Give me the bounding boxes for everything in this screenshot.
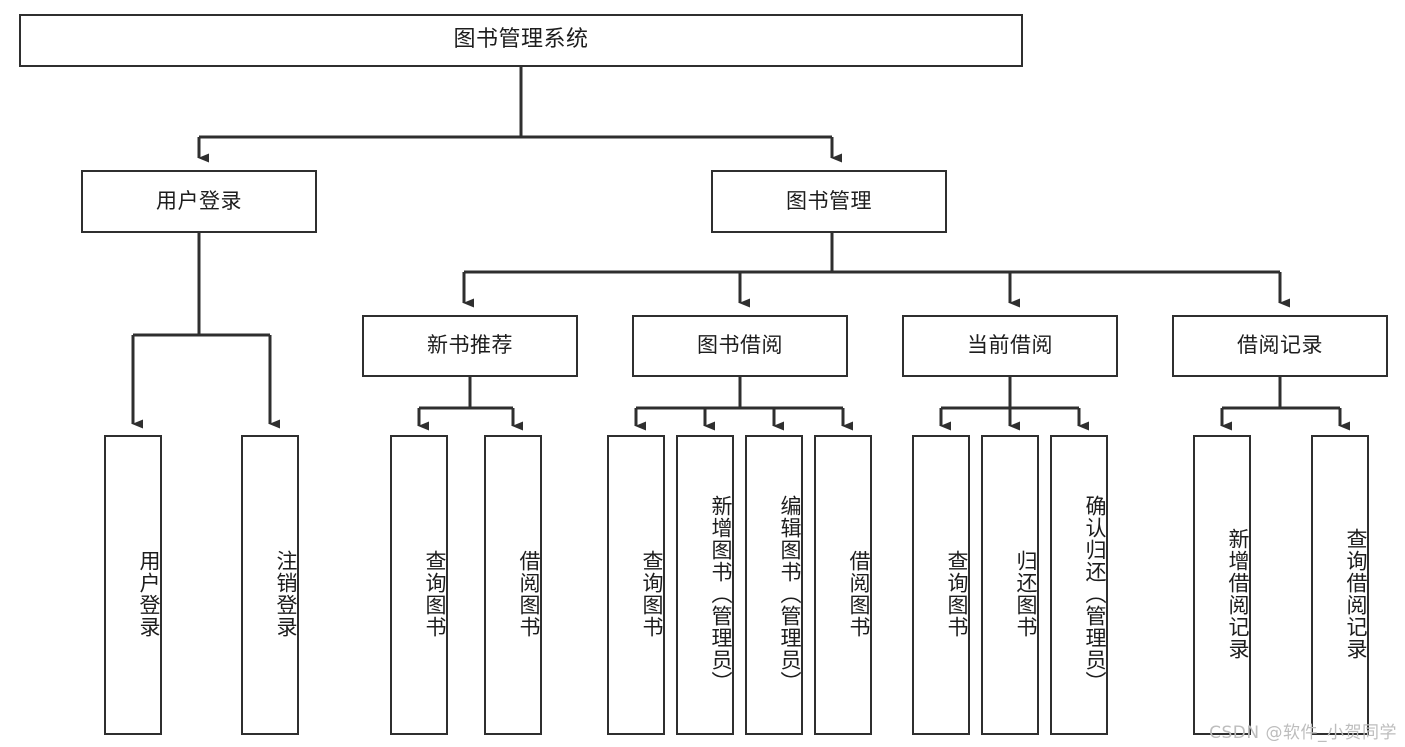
- leaf-confirm-return-admin[interactable]: 确认归还（管理员）: [1050, 435, 1108, 735]
- leaf-edit-book-admin[interactable]: 编辑图书（管理员）: [745, 435, 803, 735]
- leaf-borrow-book-new[interactable]: 借阅图书: [484, 435, 542, 735]
- leaf-search-borrow-record[interactable]: 查询借阅记录: [1311, 435, 1369, 735]
- leaf-label: 注销登录: [274, 550, 298, 638]
- leaf-label: 归还图书: [1014, 550, 1038, 638]
- leaf-label: 借阅图书: [847, 550, 871, 638]
- leaf-label: 查询借阅记录: [1344, 528, 1368, 660]
- node-new-book-recommend[interactable]: 新书推荐: [362, 315, 578, 377]
- leaf-label: 用户登录: [137, 550, 161, 638]
- leaf-borrow-book[interactable]: 借阅图书: [814, 435, 872, 735]
- leaf-return-book[interactable]: 归还图书: [981, 435, 1039, 735]
- leaf-label: 查询图书: [423, 550, 447, 638]
- leaf-logout[interactable]: 注销登录: [241, 435, 299, 735]
- leaf-label: 查询图书: [640, 550, 664, 638]
- leaf-search-book-new[interactable]: 查询图书: [390, 435, 448, 735]
- leaf-add-book-admin[interactable]: 新增图书（管理员）: [676, 435, 734, 735]
- leaf-search-book-current[interactable]: 查询图书: [912, 435, 970, 735]
- leaf-label: 新增图书（管理员）: [709, 495, 733, 693]
- leaf-add-borrow-record[interactable]: 新增借阅记录: [1193, 435, 1251, 735]
- node-book-borrow[interactable]: 图书借阅: [632, 315, 848, 377]
- csdn-watermark: CSDN @软件_小贺同学: [1209, 723, 1397, 743]
- node-book-management[interactable]: 图书管理: [711, 170, 947, 233]
- node-user-login[interactable]: 用户登录: [81, 170, 317, 233]
- leaf-search-book-borrow[interactable]: 查询图书: [607, 435, 665, 735]
- leaf-label: 查询图书: [945, 550, 969, 638]
- leaf-label: 编辑图书（管理员）: [778, 495, 802, 693]
- node-root-system[interactable]: 图书管理系统: [19, 14, 1023, 67]
- leaf-label: 确认归还（管理员）: [1083, 495, 1107, 693]
- node-current-borrow[interactable]: 当前借阅: [902, 315, 1118, 377]
- leaf-label: 借阅图书: [517, 550, 541, 638]
- leaf-user-login[interactable]: 用户登录: [104, 435, 162, 735]
- leaf-label: 新增借阅记录: [1226, 528, 1250, 660]
- node-borrow-record[interactable]: 借阅记录: [1172, 315, 1388, 377]
